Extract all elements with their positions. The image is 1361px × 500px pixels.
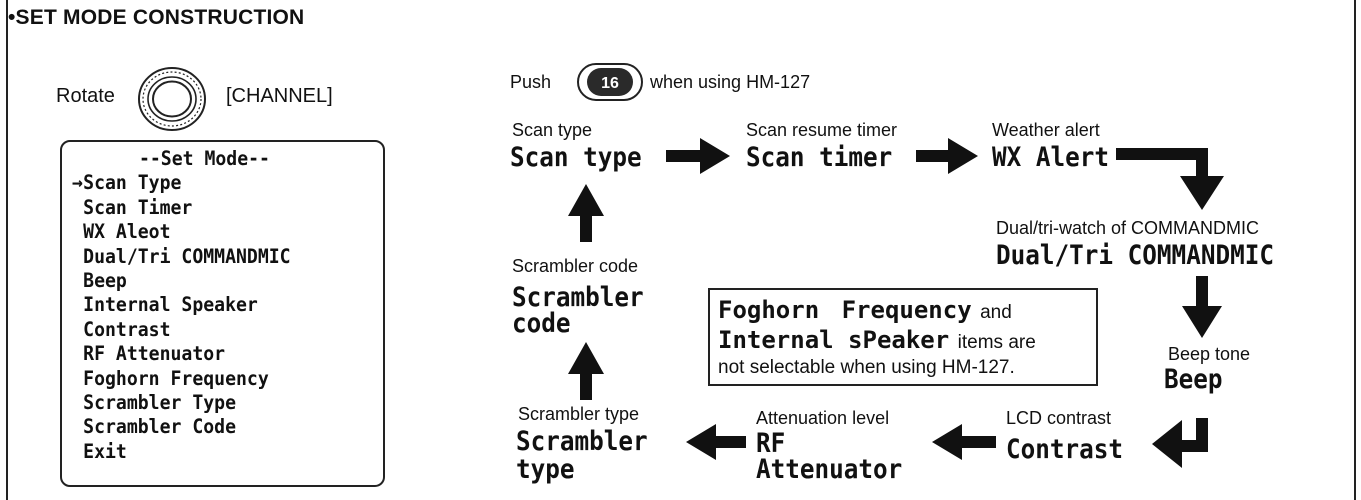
menu-item-label: Dual/Tri COMMANDMIC <box>83 244 291 268</box>
note-lcd-internal-speaker: Internal sPeaker <box>718 326 950 354</box>
menu-item: →Scan Type <box>72 171 291 195</box>
menu-item: Beep <box>72 269 291 293</box>
menu-item-label: Beep <box>83 269 127 293</box>
section-title: •SET MODE CONSTRUCTION <box>8 6 305 29</box>
note-and: and <box>980 302 1012 323</box>
menu-item: Dual/Tri COMMANDMIC <box>72 244 291 269</box>
menu-item: WX Aleot <box>72 220 291 244</box>
lcd-scrambler-type-line2: type <box>516 454 575 485</box>
caption-scan-timer: Scan resume timer <box>746 120 898 140</box>
menu-item: Foghorn Frequency <box>72 367 291 391</box>
lcd-rf-line1: RF <box>756 428 786 459</box>
note-lcd-frequency: Frequency <box>841 296 972 324</box>
arrow-right-icon <box>666 138 730 174</box>
menu-item-label: Internal Speaker <box>83 293 258 317</box>
menu-item: Scrambler Type <box>72 391 291 415</box>
caption-weather-alert: Weather alert <box>992 120 1100 140</box>
arrow-down-icon <box>1182 276 1222 338</box>
caption-contrast: LCD contrast <box>1006 408 1112 428</box>
arrow-left-icon <box>686 424 746 460</box>
lcd-scrambler-code-line1: Scrambler <box>512 282 644 313</box>
menu-item-label: Contrast <box>83 317 171 341</box>
caption-scrambler-code: Scrambler code <box>512 256 639 276</box>
menu-item-label: Scrambler Type <box>83 391 237 415</box>
lcd-scan-type: Scan type <box>510 142 642 173</box>
caption-scan-type: Scan type <box>512 120 593 140</box>
arrow-bent-down-icon <box>1116 148 1224 210</box>
note-items-are: items are <box>957 332 1036 353</box>
lcd-beep: Beep <box>1164 364 1223 395</box>
menu-item: RF Attenuator <box>72 342 291 366</box>
menu-item: Contrast <box>72 318 291 342</box>
set-mode-menu <box>60 140 385 487</box>
key-16-label: 16 <box>601 75 619 92</box>
menu-item-label: Scan Type <box>83 171 182 195</box>
lcd-rf-line2: Attenuator <box>756 454 903 485</box>
menu-item-label: WX Aleot <box>83 220 171 244</box>
menu-item-label: Exit <box>83 439 127 463</box>
note-line3: not selectable when using HM-127. <box>718 357 1015 378</box>
lcd-contrast: Contrast <box>1006 434 1124 465</box>
note-lcd-foghorn: Foghorn <box>718 296 820 324</box>
lcd-dual-tri: Dual/Tri COMMANDMIC <box>996 240 1274 271</box>
key-16-icon: 16 <box>577 63 643 101</box>
menu-item: Internal Speaker <box>72 293 291 317</box>
note-box: Foghorn Frequency and Internal sPeaker i… <box>708 288 1098 386</box>
menu-item-label: RF Attenuator <box>83 342 226 366</box>
arrow-left-icon <box>932 424 996 460</box>
menu-item-label: Foghorn Frequency <box>83 366 269 390</box>
menu-item: Scrambler Code <box>72 415 291 439</box>
menu-item-label: Scrambler Code <box>83 415 237 439</box>
menu-item-label: Scan Timer <box>83 195 193 219</box>
arrow-up-icon <box>568 184 604 242</box>
lcd-scrambler-code-line2: code <box>512 308 571 339</box>
caption-scrambler-type: Scrambler type <box>518 404 640 424</box>
rotate-label: Rotate <box>56 85 115 107</box>
menu-item: Exit <box>72 440 291 464</box>
channel-knob-label: [CHANNEL] <box>226 85 333 107</box>
caption-beep: Beep tone <box>1168 344 1251 364</box>
channel-knob-icon <box>138 67 206 131</box>
caption-dual-tri: Dual/tri-watch of COMMANDMIC <box>996 218 1260 238</box>
arrow-up-icon <box>568 342 604 400</box>
push-label: Push <box>510 72 552 92</box>
lcd-weather-alert: WX Alert <box>992 142 1110 173</box>
caption-rf-attenuator: Attenuation level <box>756 408 890 428</box>
menu-item: Scan Timer <box>72 196 291 220</box>
lcd-scrambler-type-line1: Scrambler <box>516 426 648 457</box>
push-suffix: when using HM-127 <box>650 72 811 92</box>
outer-frame <box>6 0 1356 500</box>
menu-header: --Set Mode-- <box>138 147 270 170</box>
lcd-scan-timer: Scan timer <box>746 142 893 173</box>
arrow-right-icon <box>916 138 978 174</box>
cursor-arrow-icon: → <box>72 171 83 195</box>
arrow-bent-left-icon <box>1152 418 1208 468</box>
